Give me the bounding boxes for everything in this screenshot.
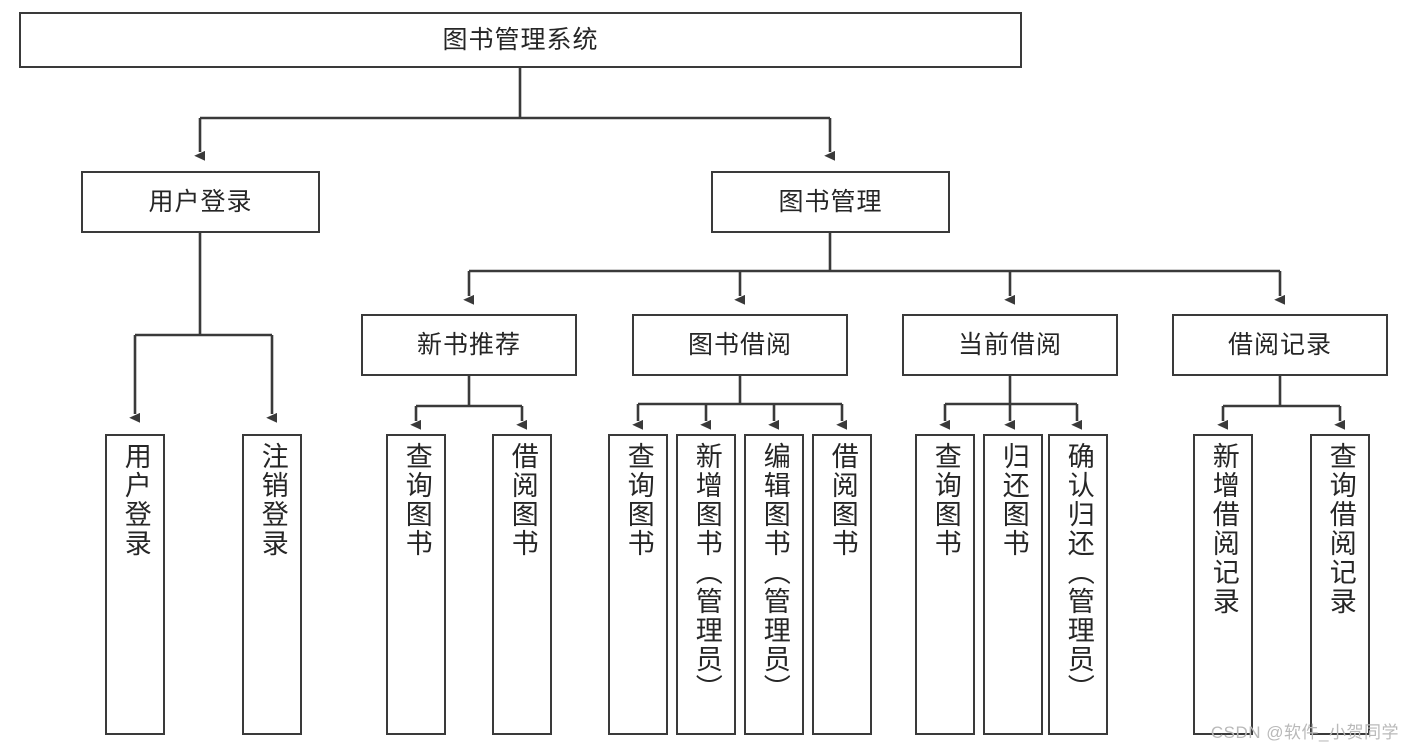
leaf-edit-book-label: 编辑图书（管理员） (759, 442, 790, 703)
leaf-query-record[interactable]: 查询借阅记录 (1310, 434, 1370, 735)
node-book-manage[interactable]: 图书管理 (711, 171, 950, 233)
leaf-borrow-book-2-label: 借阅图书 (827, 442, 858, 558)
node-new-book-recommend[interactable]: 新书推荐 (361, 314, 577, 376)
leaf-add-book-label: 新增图书（管理员） (691, 442, 722, 703)
leaf-add-record-label: 新增借阅记录 (1208, 442, 1239, 616)
node-borrow-record-label: 借阅记录 (1227, 331, 1332, 359)
leaf-borrow-book-1[interactable]: 借阅图书 (492, 434, 552, 735)
node-current-borrow[interactable]: 当前借阅 (902, 314, 1118, 376)
leaf-query-book-1[interactable]: 查询图书 (386, 434, 446, 735)
leaf-logout-login-label: 注销登录 (257, 442, 288, 558)
leaf-confirm-return[interactable]: 确认归还（管理员） (1048, 434, 1108, 735)
leaf-query-book-3-label: 查询图书 (930, 442, 961, 558)
leaf-borrow-book-2[interactable]: 借阅图书 (812, 434, 872, 735)
leaf-confirm-return-label: 确认归还（管理员） (1063, 442, 1094, 703)
node-root[interactable]: 图书管理系统 (19, 12, 1022, 68)
leaf-return-book-label: 归还图书 (998, 442, 1029, 558)
leaf-add-record[interactable]: 新增借阅记录 (1193, 434, 1253, 735)
leaf-query-book-2-label: 查询图书 (623, 442, 654, 558)
node-current-borrow-label: 当前借阅 (957, 331, 1062, 359)
node-book-borrow[interactable]: 图书借阅 (632, 314, 848, 376)
node-book-manage-label: 图书管理 (778, 188, 883, 216)
node-new-book-recommend-label: 新书推荐 (416, 331, 521, 359)
leaf-borrow-book-1-label: 借阅图书 (507, 442, 538, 558)
leaf-user-login-label: 用户登录 (120, 442, 151, 558)
csdn-watermark: CSDN @软件_小贺同学 (1210, 723, 1399, 742)
node-user-login[interactable]: 用户登录 (81, 171, 320, 233)
node-user-login-label: 用户登录 (148, 188, 253, 216)
leaf-query-book-3[interactable]: 查询图书 (915, 434, 975, 735)
leaf-query-record-label: 查询借阅记录 (1325, 442, 1356, 616)
leaf-edit-book[interactable]: 编辑图书（管理员） (744, 434, 804, 735)
node-borrow-record[interactable]: 借阅记录 (1172, 314, 1388, 376)
leaf-query-book-2[interactable]: 查询图书 (608, 434, 668, 735)
leaf-add-book[interactable]: 新增图书（管理员） (676, 434, 736, 735)
leaf-return-book[interactable]: 归还图书 (983, 434, 1043, 735)
node-root-label: 图书管理系统 (442, 26, 599, 54)
leaf-logout-login[interactable]: 注销登录 (242, 434, 302, 735)
leaf-query-book-1-label: 查询图书 (401, 442, 432, 558)
node-book-borrow-label: 图书借阅 (687, 331, 792, 359)
leaf-user-login[interactable]: 用户登录 (105, 434, 165, 735)
